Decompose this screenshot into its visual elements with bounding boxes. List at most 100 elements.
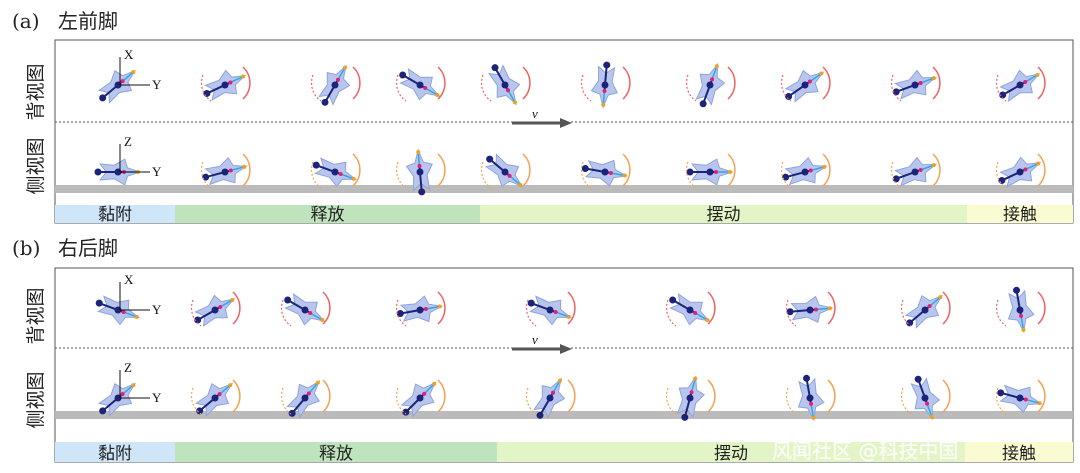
velocity-arrow-head <box>560 344 572 354</box>
toe-dot <box>513 100 517 105</box>
toe-link <box>810 403 815 418</box>
phase-bar-segment <box>965 442 1073 462</box>
phase-label: 释放 <box>319 444 353 464</box>
toe-link <box>1020 315 1025 330</box>
pivot-dot <box>218 305 223 309</box>
rotation-arrow <box>685 74 697 102</box>
leg-figure <box>280 291 331 327</box>
joint-dot <box>416 306 424 314</box>
toe-link <box>920 164 935 171</box>
panel-tag: (b) <box>12 236 40 260</box>
joint-dot <box>416 168 424 176</box>
rotation-arrow <box>480 74 492 102</box>
joint-dot <box>806 394 814 402</box>
joint-dot <box>501 81 509 89</box>
axis-label: X <box>124 47 134 62</box>
joint-dot <box>801 81 809 89</box>
joint-dot <box>546 306 554 314</box>
panel-frame <box>54 39 1074 224</box>
pivot-dot <box>918 80 923 85</box>
rotation-arrow <box>932 153 941 187</box>
toe-link <box>602 90 606 105</box>
joint-dot <box>1016 306 1024 314</box>
rotation-arrow <box>310 74 322 102</box>
joint-dot <box>803 374 811 382</box>
toe-link <box>810 166 825 172</box>
leg-figure: ZY <box>94 134 162 186</box>
phase-bar-segment <box>967 205 1073 223</box>
rotation-arrow <box>522 66 531 100</box>
joint-dot <box>546 394 554 402</box>
toe-dot <box>1036 161 1041 166</box>
joint-dot <box>321 98 329 106</box>
joint-dot <box>686 306 694 314</box>
toe-link <box>610 172 625 177</box>
rotation-arrow <box>900 387 912 415</box>
toe-link <box>809 72 822 83</box>
joint-dot <box>536 411 544 419</box>
pivot-dot <box>217 392 222 397</box>
leg-figure <box>780 153 831 189</box>
toe-dot <box>811 415 816 420</box>
joint-dot <box>211 394 219 402</box>
joint-dot <box>196 407 204 415</box>
pivot-dot <box>809 401 814 406</box>
joint-dot <box>331 168 339 176</box>
toe-dot <box>230 298 235 302</box>
pivot-dot <box>121 310 126 315</box>
leg-figure <box>995 286 1046 334</box>
pivot-dot <box>506 88 510 93</box>
joint-dot <box>669 296 677 304</box>
joint-dot <box>999 91 1007 99</box>
toe-link <box>509 175 521 186</box>
leg-figure: ZY <box>97 360 162 417</box>
rotation-arrow <box>437 66 446 100</box>
leg-figure <box>685 62 736 108</box>
toe-dot <box>558 378 562 383</box>
joint-dot <box>486 155 494 163</box>
joint-dot <box>501 168 509 176</box>
joint-dot <box>581 165 589 173</box>
phase-label: 摆动 <box>714 444 748 464</box>
pivot-dot <box>602 88 607 93</box>
joint-dot <box>997 389 1005 397</box>
rotation-arrow <box>580 74 592 102</box>
leg-figure <box>395 66 446 102</box>
axis-label: Y <box>152 77 162 92</box>
toe-dot <box>1035 73 1040 77</box>
pivot-dot <box>1019 313 1024 318</box>
joint-dot <box>681 413 689 421</box>
joint-dot <box>601 168 609 176</box>
pivot-dot <box>693 311 698 315</box>
joint-dot <box>99 94 107 102</box>
joint-dot <box>194 316 202 324</box>
pivot-dot <box>1023 397 1028 402</box>
panel-b: (b) 右后脚 背视图 侧视图 v 黏附释放摆动接触 XYZY <box>12 236 1074 464</box>
rotation-arrow <box>890 161 902 189</box>
back-view-label: 背视图 <box>25 287 47 344</box>
pivot-dot <box>689 390 694 395</box>
joint-dot <box>312 161 320 169</box>
joint-dot <box>706 81 714 89</box>
rotation-arrow <box>437 379 446 413</box>
joint-dot <box>221 81 229 89</box>
pivot-dot <box>308 311 313 315</box>
toe-dot <box>432 381 437 386</box>
leg-figure <box>995 379 1046 415</box>
joint-dot <box>221 168 229 176</box>
pivot-dot <box>423 306 428 311</box>
toe-link <box>122 71 134 82</box>
leg-figure <box>190 291 241 327</box>
joint-dot <box>396 309 404 317</box>
toe-link <box>926 403 933 418</box>
leg-figure <box>785 291 836 327</box>
joint-dot <box>527 299 535 307</box>
pivot-dot <box>336 77 340 82</box>
leg-figure <box>480 64 531 106</box>
toe-link <box>340 173 355 180</box>
rotation-arrow <box>437 153 446 187</box>
toe-dot <box>1037 401 1042 406</box>
toe-link <box>1025 162 1039 171</box>
rotation-arrow <box>1037 66 1046 100</box>
